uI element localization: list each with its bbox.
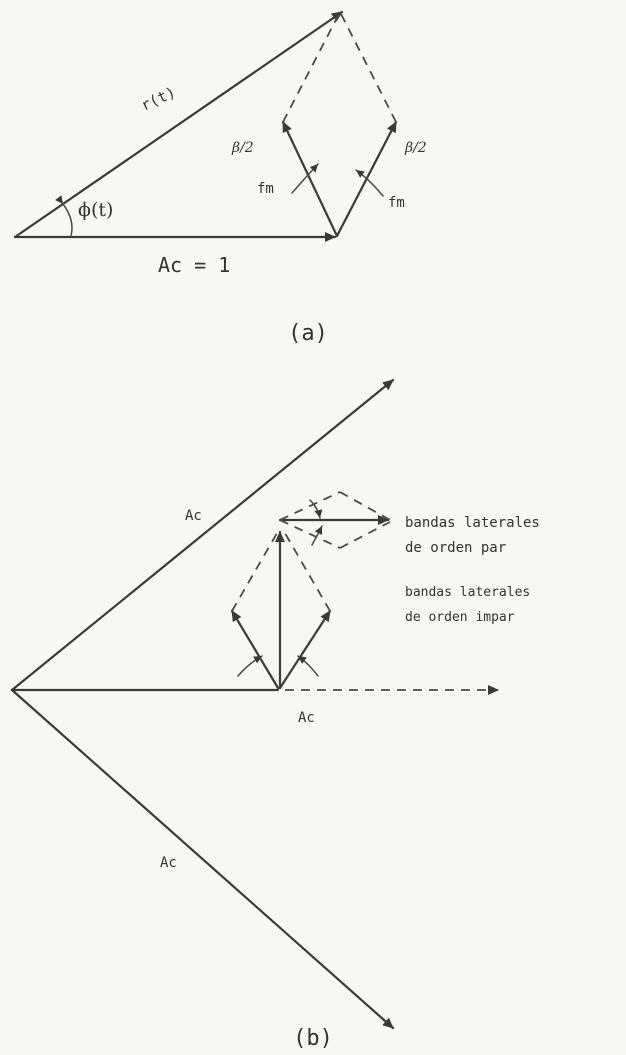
- rotation-arc-left: [291, 163, 319, 194]
- rotation-arc-right: [355, 169, 384, 197]
- carrier-label-b: Ac: [298, 710, 315, 726]
- resultant-phasor: [13, 10, 344, 239]
- even-dash-upper-a: [279, 491, 341, 521]
- even-dash-upper-b: [339, 491, 391, 521]
- fm-left-label: fm: [257, 181, 274, 197]
- even-arc-upper: [309, 499, 323, 519]
- parallelogram-left-dash: [282, 11, 341, 123]
- odd-sidebands-label-line1: bandas laterales: [405, 585, 530, 600]
- parallelogram-right-dash: [339, 11, 397, 123]
- carrier-label: Ac = 1: [158, 253, 230, 277]
- even-dash-lower-a: [279, 519, 341, 549]
- fm-right-label: fm: [388, 195, 405, 211]
- odd-sidebands-label-line2: de orden impar: [405, 610, 515, 625]
- caption-b: (b): [293, 1026, 333, 1051]
- odd-sideband-right: [278, 609, 332, 690]
- lower-phasor: [10, 688, 395, 1030]
- sideband-left-phasor: [281, 120, 339, 238]
- figure-a: r(t) ϕ(t) β/2 β/2 fm fm Ac = 1 (a): [13, 10, 427, 346]
- phase-angle-arc: [55, 195, 73, 237]
- even-arc-lower: [311, 525, 323, 546]
- upper-phasor: [10, 378, 395, 692]
- resultant-label: r(t): [138, 83, 178, 115]
- upper-phasor-label: Ac: [185, 508, 202, 524]
- even-sidebands-label-line1: bandas laterales: [405, 515, 540, 531]
- beta-right-label: β/2: [404, 140, 427, 156]
- lower-phasor-label: Ac: [160, 855, 177, 871]
- odd-arc-right: [297, 655, 319, 677]
- odd-parallelogram-left: [231, 527, 281, 612]
- even-sidebands-label-line2: de orden par: [405, 540, 506, 556]
- odd-parallelogram-right: [281, 527, 331, 612]
- odd-sideband-left: [230, 609, 280, 690]
- odd-arc-left: [237, 655, 263, 677]
- phase-label: ϕ(t): [78, 199, 113, 221]
- caption-a: (a): [288, 321, 328, 346]
- figure-b: Ac Ac Ac bandas laterales de orden par b…: [10, 378, 540, 1051]
- even-dash-lower-b: [339, 521, 391, 549]
- beta-left-label: β/2: [231, 140, 254, 156]
